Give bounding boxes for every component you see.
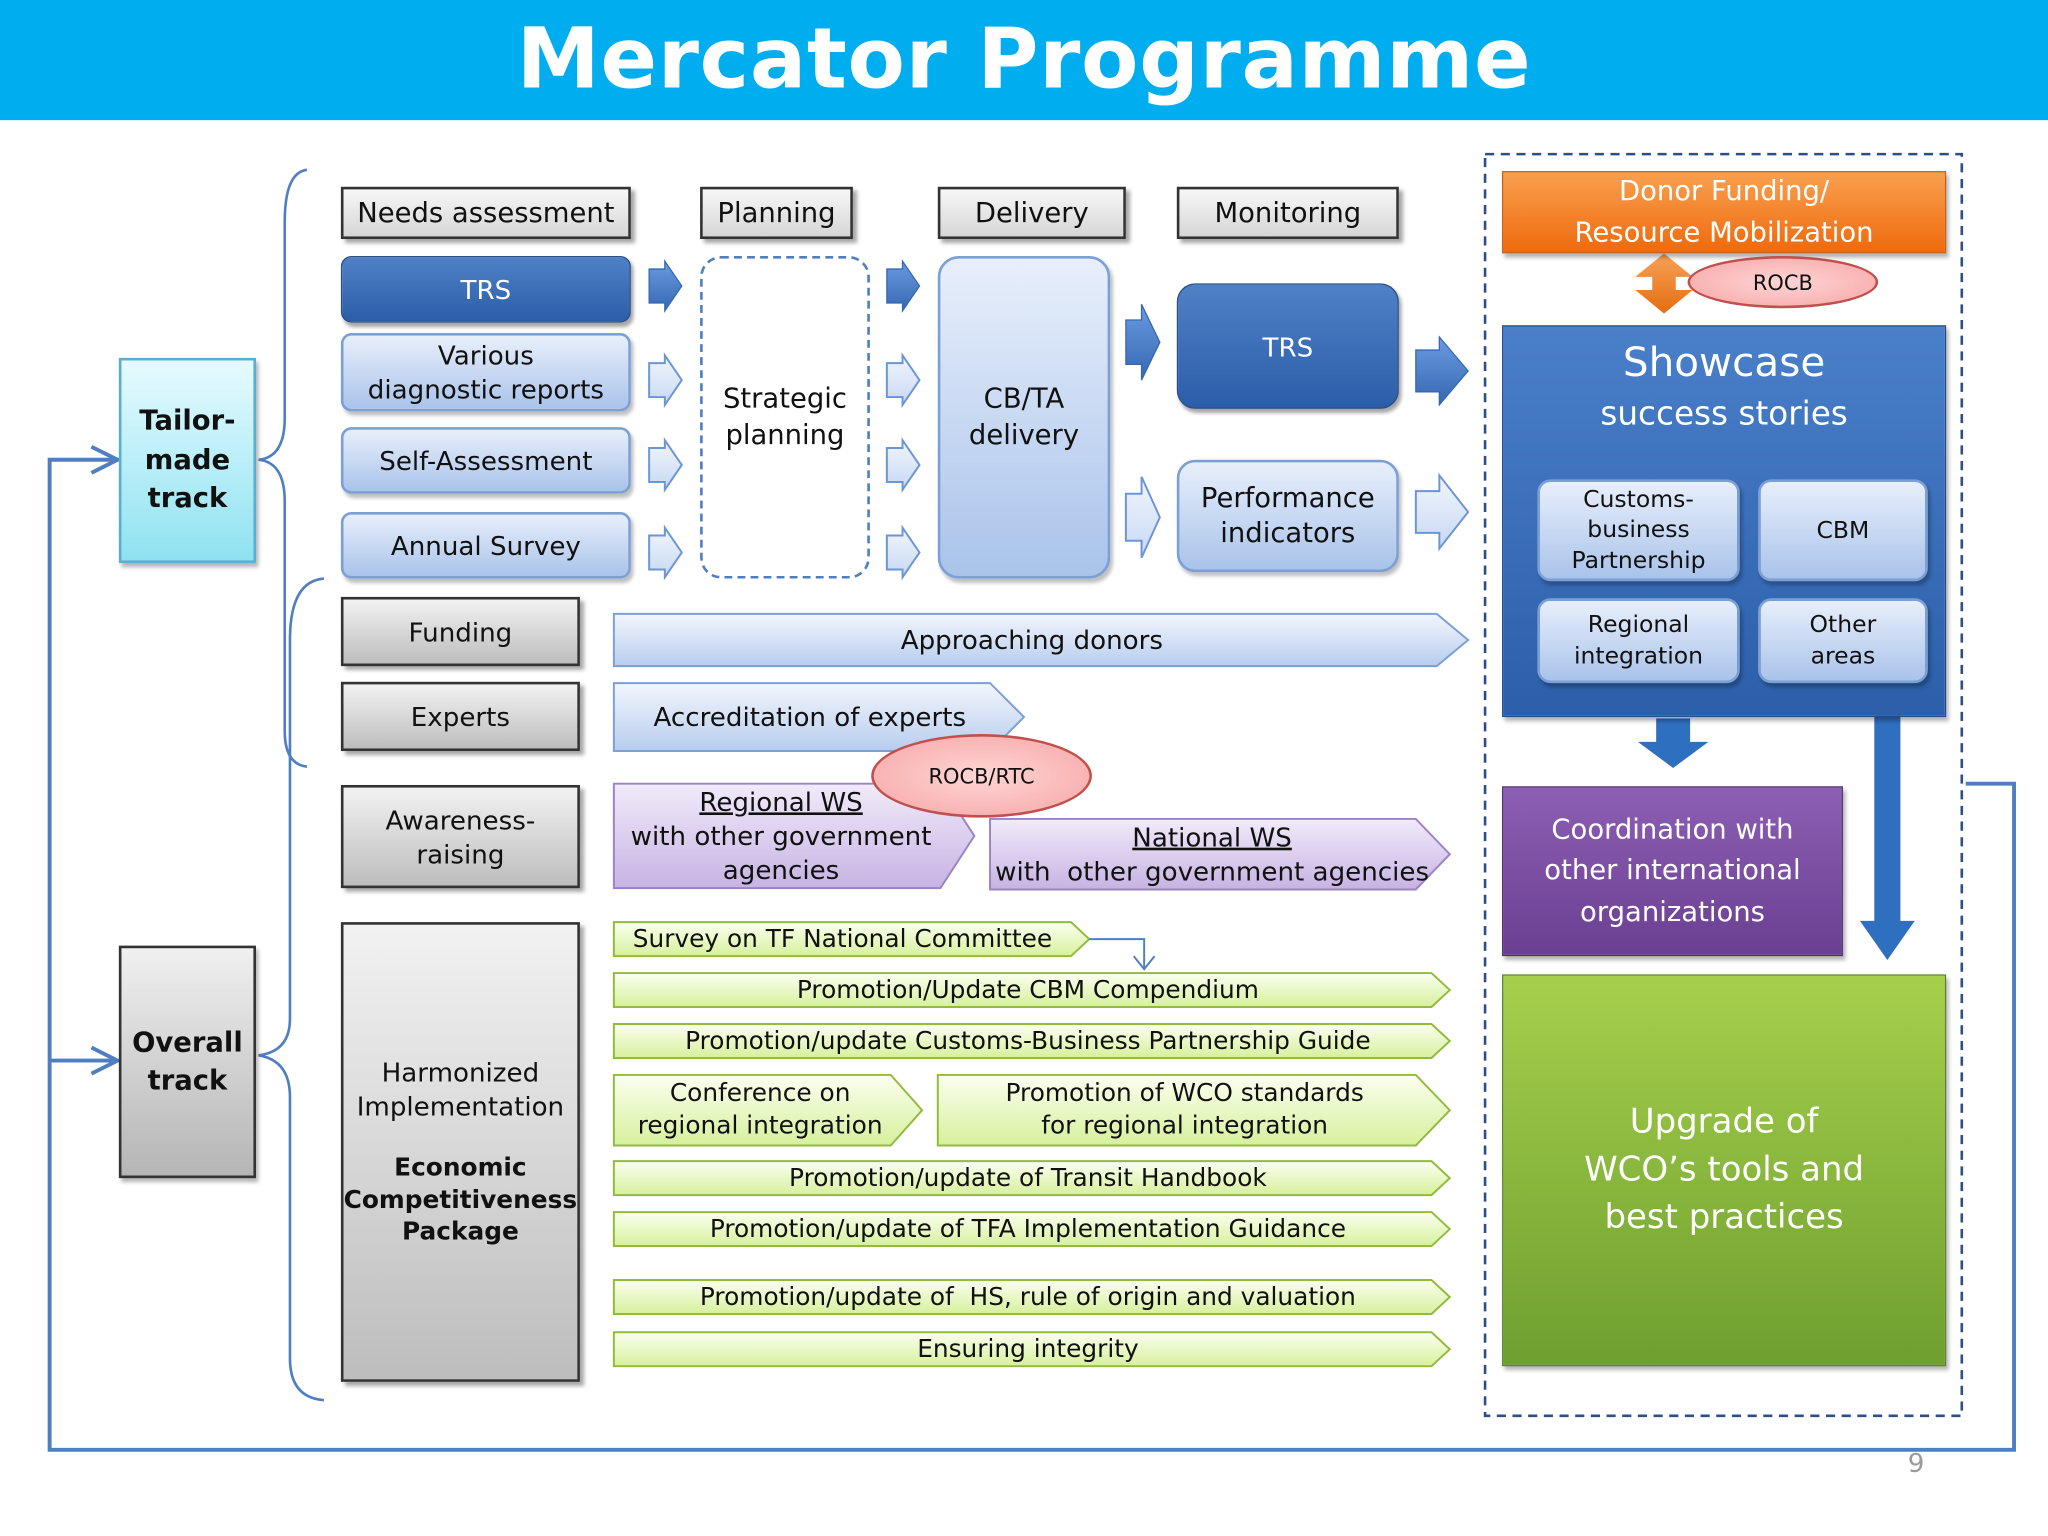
showcase-item-cbm: CBM bbox=[1758, 479, 1928, 582]
title-bar: Mercator Programme bbox=[0, 0, 2048, 121]
regional-ws-label: Regional WS with other government agenci… bbox=[614, 784, 948, 888]
green-item-transit: Promotion/update of Transit Handbook bbox=[789, 1163, 1267, 1193]
band-transit bbox=[612, 1160, 1452, 1197]
national-ws-label: National WS with other government agenci… bbox=[990, 819, 1434, 890]
feedback-loop-line bbox=[47, 457, 2016, 1452]
phase-needs-assessment: Needs assessment bbox=[340, 186, 631, 240]
band-approaching-donors bbox=[612, 612, 1470, 668]
feedback-arrow-overall bbox=[90, 1045, 122, 1076]
phase-planning: Planning bbox=[700, 186, 853, 240]
overall-label: Overall track bbox=[132, 1026, 243, 1096]
page-number: 9 bbox=[1907, 1447, 1925, 1479]
connector-survey bbox=[1089, 938, 1146, 970]
upgrade-box: Upgrade of WCO’s tools and best practice… bbox=[1502, 974, 1947, 1367]
approaching-donors-label: Approaching donors bbox=[900, 624, 1163, 656]
green-item-cbp-guide: Promotion/update Customs-Business Partne… bbox=[685, 1026, 1371, 1056]
strategic-planning-box: Strategic planning bbox=[700, 255, 870, 579]
coordination-box: Coordination with other international or… bbox=[1502, 786, 1843, 957]
band-cbp-guide bbox=[612, 1023, 1452, 1059]
green-item-cbm: Promotion/Update CBM Compendium bbox=[796, 975, 1259, 1005]
regional-ws-sub: with other government agencies bbox=[630, 820, 932, 886]
band-tfa bbox=[612, 1211, 1452, 1248]
connector-survey-head bbox=[1132, 955, 1156, 971]
arrow-from-performance bbox=[1414, 472, 1470, 552]
green-item-tfa: Promotion/update of TFA Implementation G… bbox=[709, 1214, 1346, 1244]
needs-item-diagnostic-reports: Various diagnostic reports bbox=[340, 333, 631, 412]
rocb-badge: ROCB bbox=[1687, 255, 1879, 309]
category-funding: Funding bbox=[340, 596, 580, 667]
orange-double-arrow bbox=[1635, 253, 1693, 314]
cb-ta-delivery-box: CB/TA delivery bbox=[937, 255, 1111, 579]
showcase-subtitle: success stories bbox=[1600, 394, 1848, 433]
band-accreditation bbox=[612, 682, 1026, 752]
page-title: Mercator Programme bbox=[516, 11, 1532, 109]
harmonized-implementation: Harmonized Implementation Economic Compe… bbox=[340, 922, 580, 1382]
overall-track: Overall track bbox=[118, 945, 256, 1179]
phase-delivery: Delivery bbox=[937, 186, 1126, 240]
phase-monitoring: Monitoring bbox=[1176, 186, 1399, 240]
showcase-title: Showcase bbox=[1622, 339, 1826, 387]
green-item-integrity: Ensuring integrity bbox=[917, 1334, 1139, 1364]
category-awareness: Awareness- raising bbox=[340, 784, 580, 889]
green-item-hs: Promotion/update of HS, rule of origin a… bbox=[699, 1282, 1356, 1312]
needs-item-annual-survey: Annual Survey bbox=[340, 511, 631, 579]
accreditation-label: Accreditation of experts bbox=[653, 701, 967, 733]
arrows-col2 bbox=[885, 259, 921, 581]
arrow-showcase-to-coordination bbox=[1637, 718, 1709, 768]
band-wco-standards bbox=[936, 1073, 1452, 1147]
green-item-wco-standards: Promotion of WCO standards for regional … bbox=[1005, 1079, 1364, 1141]
regional-ws-title: Regional WS bbox=[699, 786, 863, 818]
band-integrity bbox=[612, 1331, 1452, 1368]
arrow-to-performance bbox=[1124, 476, 1161, 559]
arrow-to-showcase bbox=[1415, 335, 1469, 407]
donor-funding-box: Donor Funding/ Resource Mobilization bbox=[1502, 171, 1947, 254]
brace-tailor-made bbox=[258, 168, 308, 768]
brace-overall bbox=[258, 577, 325, 1402]
tailor-made-track: Tailor- made track bbox=[118, 357, 256, 563]
tailor-made-label: Tailor- made track bbox=[139, 405, 236, 514]
showcase-item-other: Other areas bbox=[1758, 598, 1928, 684]
needs-item-self-assessment: Self-Assessment bbox=[340, 427, 631, 494]
category-experts: Experts bbox=[340, 681, 580, 752]
band-conference bbox=[612, 1073, 924, 1147]
arrow-to-monitoring-trs bbox=[1125, 304, 1161, 381]
arrow-showcase-to-upgrade bbox=[1859, 715, 1915, 960]
band-cbm bbox=[612, 972, 1452, 1008]
green-item-conference: Conference on regional integration bbox=[637, 1079, 883, 1141]
band-survey bbox=[612, 921, 1091, 958]
feedback-arrow-top bbox=[90, 444, 122, 475]
band-national-ws bbox=[989, 817, 1452, 891]
national-ws-title: National WS bbox=[1132, 821, 1292, 853]
arrows-col1 bbox=[648, 259, 683, 581]
showcase-item-regional: Regional integration bbox=[1537, 598, 1740, 684]
rocb-rtc-badge: ROCB/RTC bbox=[871, 734, 1092, 818]
monitoring-trs: TRS bbox=[1176, 283, 1399, 409]
band-hs bbox=[612, 1279, 1452, 1315]
right-panel-frame bbox=[1483, 152, 1964, 1418]
green-item-survey: Survey on TF National Committee bbox=[632, 924, 1053, 954]
showcase-item-cbp: Customs- business Partnership bbox=[1537, 479, 1740, 582]
performance-indicators: Performance indicators bbox=[1176, 459, 1399, 573]
national-ws-sub: with other government agencies bbox=[995, 855, 1430, 887]
needs-item-trs: TRS bbox=[340, 255, 631, 323]
